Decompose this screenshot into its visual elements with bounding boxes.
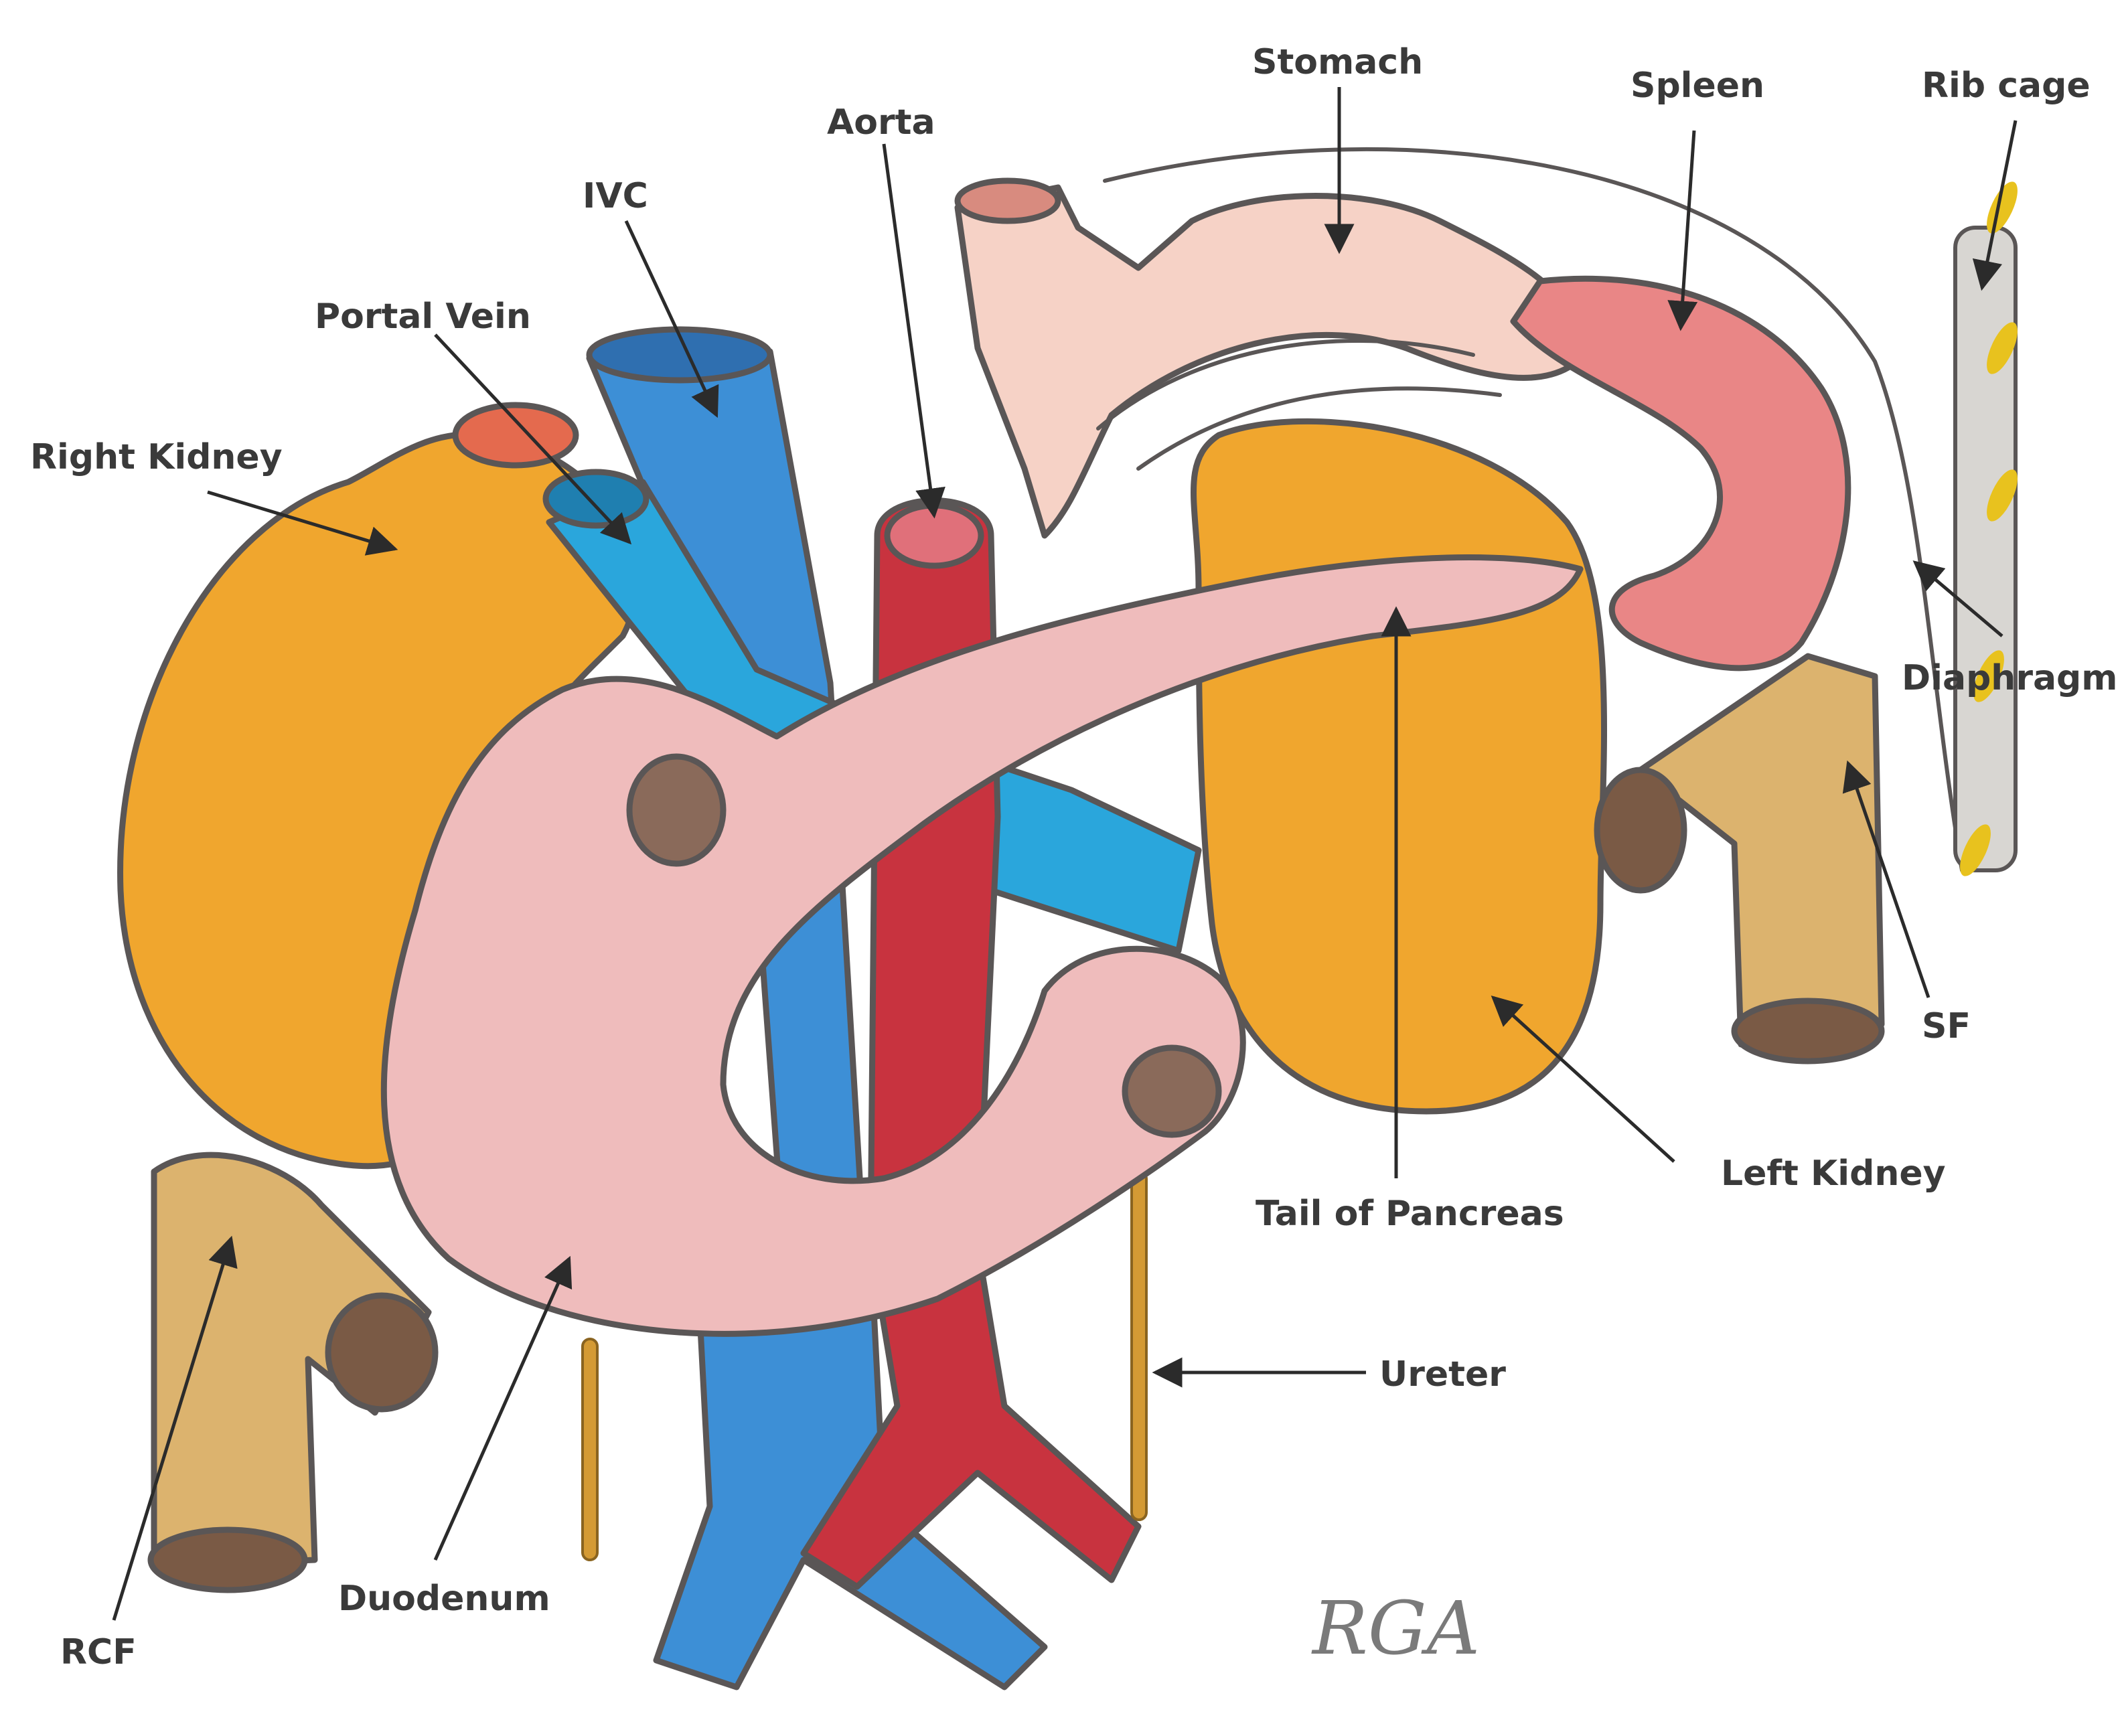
stomach-label: Stomach [1252, 42, 1423, 82]
duodenum-opening-right [1122, 1044, 1222, 1138]
rcf-opening-right [325, 1292, 439, 1413]
artist-signature: RGA [1311, 1585, 1480, 1671]
left-kidney-shape [1191, 418, 1607, 1115]
portal-vein-opening-shape [542, 469, 650, 529]
rcf-arrow [112, 1235, 238, 1621]
rib-4 [1973, 650, 2004, 702]
right-ureter-shape [581, 1338, 599, 1561]
left-ureter-shape [1130, 1170, 1148, 1521]
esophagus-opening-shape [954, 177, 1061, 224]
splenic-flexure-opening-top [1594, 767, 1687, 894]
tail-of-pancreas-label: Tail of Pancreas [1256, 1194, 1564, 1234]
duodenum-label: Duodenum [338, 1579, 550, 1619]
splenic-flexure-opening-bottom [1731, 998, 1885, 1064]
duodenum-opening-left [626, 753, 727, 867]
pancreas-duodenum-shape [380, 554, 1584, 1337]
portal-vein-arrow [434, 333, 632, 545]
rib-2 [1987, 322, 2018, 374]
left-kidney-label: Left Kidney [1721, 1154, 1946, 1194]
ivc-lower-shape [653, 1242, 1048, 1690]
ureter-label: Ureter [1379, 1354, 1506, 1395]
adrenal-right-shape [452, 402, 579, 469]
aorta-arrow [882, 143, 945, 519]
ivc-arrow [624, 220, 719, 418]
stomach-inner-fold [1096, 338, 1502, 471]
rib-cage-shape [1953, 226, 2018, 872]
rib-5 [1960, 824, 1991, 876]
diaphragm-label: Diaphragm [1902, 658, 2117, 698]
diaphragm-curve [1103, 147, 1964, 872]
duodenum-arrow [433, 1255, 573, 1561]
rib-cage-label: Rib cage [1922, 66, 2091, 106]
right-kidney-arrow [207, 490, 398, 556]
right-kidney-label: Right Kidney [30, 437, 283, 477]
ivc-label: IVC [583, 176, 648, 216]
rcf-opening-bottom [147, 1526, 308, 1593]
rib-3 [1987, 469, 2018, 522]
portal-vein-label: Portal Vein [315, 297, 531, 337]
aorta-label: Aorta [827, 102, 935, 143]
spleen-arrow [1667, 130, 1698, 331]
rcf-label: RCF [60, 1632, 137, 1672]
ivc-opening-shape [586, 326, 773, 384]
diaphragm-arrow [1912, 560, 2003, 637]
spleen-label: Spleen [1631, 66, 1764, 106]
sf-arrow [1842, 760, 1930, 998]
left-kidney-arrow [1491, 995, 1675, 1163]
sf-label: SF [1922, 1006, 1971, 1046]
rib-cage-arrow [1972, 120, 2018, 291]
spleen-shape [1510, 275, 1851, 672]
